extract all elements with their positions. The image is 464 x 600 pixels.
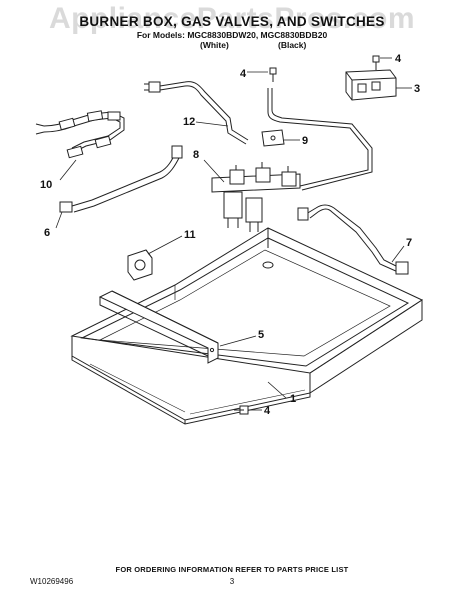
callout-11: 11 — [184, 229, 196, 241]
screw-bottom — [234, 405, 249, 415]
gas-manifold-tube — [267, 88, 373, 191]
screw-top-right — [372, 55, 380, 70]
callout-4-top-right: 4 — [395, 53, 402, 65]
burner-tube-6 — [59, 145, 183, 213]
callout-6: 6 — [44, 227, 50, 239]
callout-12: 12 — [183, 116, 195, 128]
ordering-note: FOR ORDERING INFORMATION REFER TO PARTS … — [115, 565, 349, 574]
burner-box — [70, 227, 424, 425]
gas-tube-12 — [144, 81, 249, 145]
gas-valve-assembly — [211, 162, 301, 232]
spark-igniter — [127, 249, 153, 281]
callout-7: 7 — [406, 237, 412, 249]
screw-top-left — [269, 67, 277, 82]
variant-white: (White) — [200, 40, 229, 50]
model-numbers: For Models: MGC8830BDW20, MGC8830BDB20 — [136, 30, 328, 40]
callout-1: 1 — [290, 393, 296, 405]
callout-leaders — [55, 57, 412, 411]
document-number: W10269496 — [30, 577, 74, 586]
ignition-switch — [345, 69, 397, 101]
callout-10: 10 — [40, 179, 52, 191]
burner-bracket — [98, 290, 219, 364]
valve-bracket — [261, 129, 285, 147]
callout-3: 3 — [414, 83, 420, 95]
callout-4-top-left: 4 — [240, 68, 247, 80]
callout-9: 9 — [302, 135, 308, 147]
burner-tube-7 — [297, 204, 409, 275]
callout-8: 8 — [193, 149, 199, 161]
callout-5: 5 — [258, 329, 264, 341]
diagram-title: BURNER BOX, GAS VALVES, AND SWITCHES — [79, 14, 385, 29]
variant-black: (Black) — [278, 40, 307, 50]
wire-harness — [35, 110, 125, 159]
page-number: 3 — [229, 577, 235, 586]
callout-4-bottom: 4 — [264, 405, 271, 417]
